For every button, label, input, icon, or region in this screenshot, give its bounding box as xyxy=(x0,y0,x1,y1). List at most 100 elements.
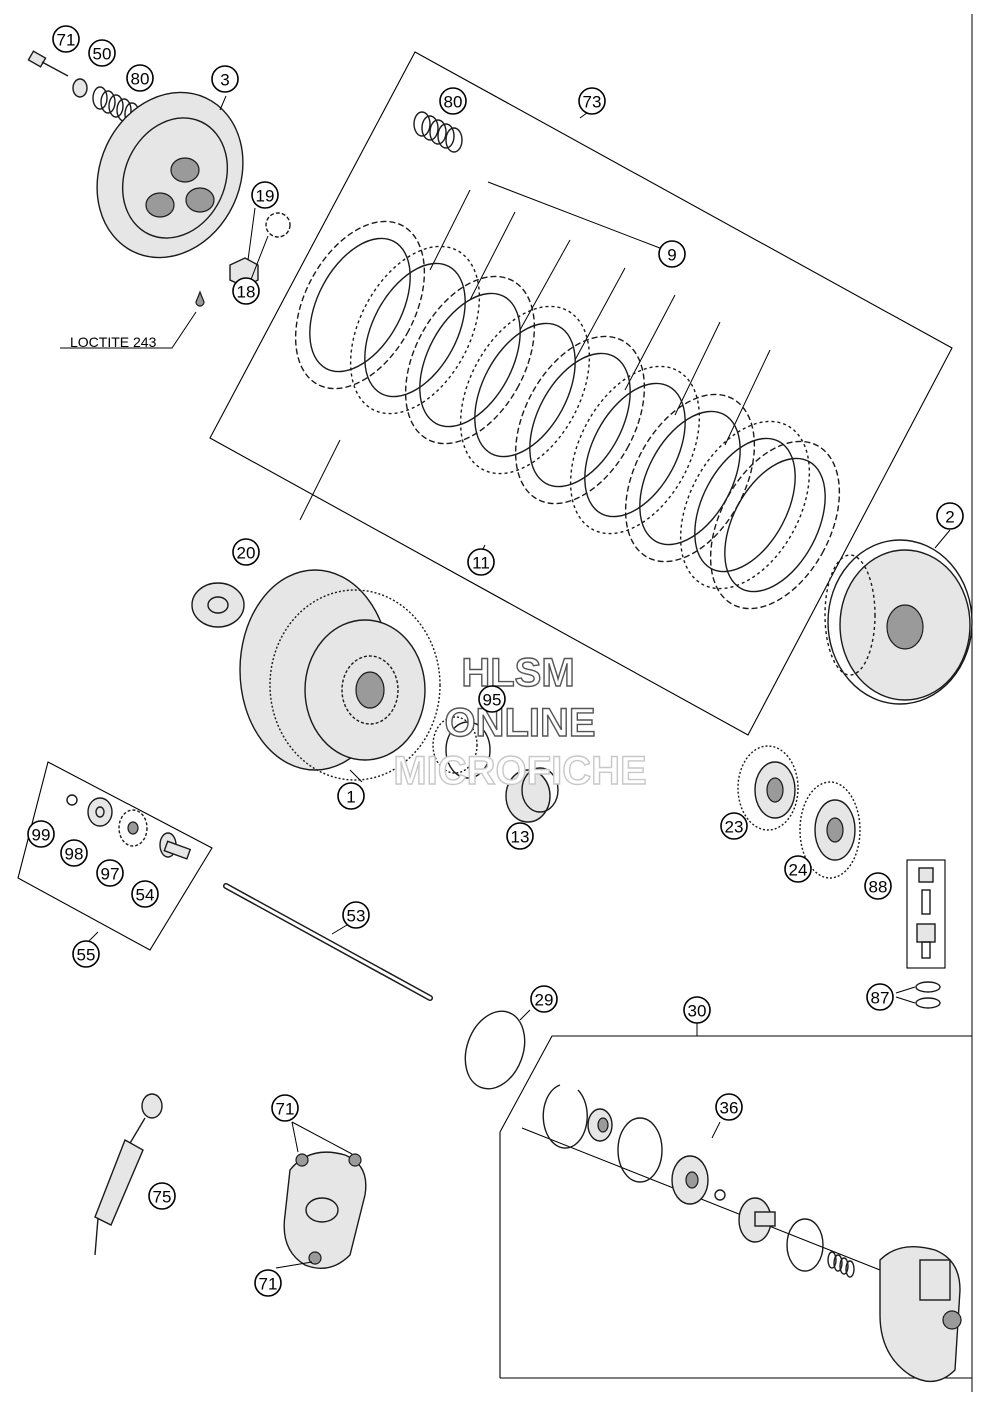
svg-text:80: 80 xyxy=(131,70,150,89)
bracket-9 xyxy=(487,181,666,251)
callout-71-cover-top: 71 xyxy=(271,1094,299,1122)
bolt-71 xyxy=(27,50,69,77)
inner-hub-2 xyxy=(824,539,973,705)
callout-23: 23 xyxy=(720,812,748,840)
svg-text:53: 53 xyxy=(347,907,366,926)
ball-99 xyxy=(66,794,78,806)
bleed-fitting-88 xyxy=(916,867,936,959)
callout-80-left: 80 xyxy=(126,64,154,92)
svg-text:23: 23 xyxy=(725,818,744,837)
svg-text:13: 13 xyxy=(511,828,530,847)
callout-11: 11 xyxy=(467,548,495,576)
watermark-line1: HLSM xyxy=(461,651,574,695)
callout-75: 75 xyxy=(148,1182,176,1210)
ball xyxy=(714,1189,726,1201)
piston xyxy=(738,1197,776,1243)
callout-87: 87 xyxy=(866,983,894,1011)
callout-29: 29 xyxy=(530,985,558,1013)
frame-group-55 xyxy=(17,761,213,951)
spring-36 xyxy=(827,1251,855,1278)
callout-1: 1 xyxy=(337,782,365,810)
svg-text:71: 71 xyxy=(259,1275,278,1294)
bearing-97 xyxy=(118,809,148,847)
callout-98: 98 xyxy=(60,839,88,867)
pin-54 xyxy=(159,832,192,860)
svg-text:1: 1 xyxy=(346,788,355,807)
svg-text:71: 71 xyxy=(57,31,76,50)
svg-text:36: 36 xyxy=(720,1099,739,1118)
svg-text:20: 20 xyxy=(237,544,256,563)
gear-24 xyxy=(799,781,861,879)
svg-text:2: 2 xyxy=(945,508,954,527)
callout-9: 9 xyxy=(658,240,686,268)
needle-bearing-95 xyxy=(432,716,491,779)
clutch-cover xyxy=(283,1151,367,1269)
watermark-line2: ONLINE xyxy=(444,701,595,745)
o-ring-large xyxy=(617,1117,663,1183)
bushing-13 xyxy=(505,767,559,823)
svg-text:3: 3 xyxy=(220,71,229,90)
slave-cylinder-housing xyxy=(879,1246,962,1383)
svg-text:71: 71 xyxy=(276,1100,295,1119)
svg-text:29: 29 xyxy=(535,991,554,1010)
callout-80-frame: 80 xyxy=(439,87,467,115)
callout-2: 2 xyxy=(936,502,964,530)
callout-71-cover-bottom: 71 xyxy=(254,1269,282,1297)
pressure-cap-3 xyxy=(96,91,244,259)
loctite-label: LOCTITE 243 xyxy=(70,334,157,350)
washers-87 xyxy=(915,981,941,1009)
callout-3: 3 xyxy=(211,65,239,93)
callout-36: 36 xyxy=(715,1093,743,1121)
svg-text:75: 75 xyxy=(153,1188,172,1207)
svg-text:24: 24 xyxy=(789,861,808,880)
gear-23 xyxy=(737,745,799,831)
o-ring-29 xyxy=(464,1010,526,1090)
callout-71-top: 71 xyxy=(52,25,80,53)
svg-text:50: 50 xyxy=(93,45,112,64)
callout-13: 13 xyxy=(506,822,534,850)
seal-small xyxy=(587,1108,613,1142)
frame-fitting-88 xyxy=(906,859,946,969)
svg-text:55: 55 xyxy=(77,946,96,965)
svg-text:97: 97 xyxy=(101,865,120,884)
svg-text:19: 19 xyxy=(256,187,275,206)
o-ring-piston xyxy=(786,1218,824,1272)
callout-55: 55 xyxy=(72,940,100,968)
callout-19: 19 xyxy=(251,181,279,209)
svg-text:11: 11 xyxy=(472,554,490,573)
washer-98 xyxy=(87,797,113,827)
callout-20: 20 xyxy=(232,538,260,566)
thrust-washer-20 xyxy=(191,582,245,628)
svg-text:87: 87 xyxy=(871,989,890,1008)
loctite-drop xyxy=(195,290,205,307)
callout-95: 95 xyxy=(478,685,506,713)
spring-80-b xyxy=(413,111,463,153)
lock-washer-18 xyxy=(265,212,291,238)
watermark-line3: MICROFICHE xyxy=(393,749,646,793)
circlip xyxy=(542,1084,588,1149)
callout-18: 18 xyxy=(232,277,260,305)
svg-text:95: 95 xyxy=(483,691,502,710)
svg-text:18: 18 xyxy=(237,283,256,302)
clutch-basket-1 xyxy=(239,569,441,781)
callout-88: 88 xyxy=(864,872,892,900)
callout-24: 24 xyxy=(784,855,812,883)
svg-text:88: 88 xyxy=(869,878,888,897)
svg-text:98: 98 xyxy=(65,845,84,864)
clutch-plates xyxy=(294,220,841,610)
svg-text:9: 9 xyxy=(667,246,676,265)
piston-seal xyxy=(671,1155,709,1205)
callout-99: 99 xyxy=(27,820,55,848)
svg-text:54: 54 xyxy=(136,886,155,905)
grease-syringe-75 xyxy=(94,1093,163,1256)
callout-30: 30 xyxy=(683,996,711,1024)
callout-73: 73 xyxy=(578,87,606,115)
svg-text:80: 80 xyxy=(444,93,463,112)
frame-group-30 xyxy=(499,1035,972,1133)
frame-clutch-pack xyxy=(209,51,953,736)
svg-text:99: 99 xyxy=(32,826,51,845)
callout-54: 54 xyxy=(131,880,159,908)
washer-50 xyxy=(72,78,88,98)
callout-50: 50 xyxy=(88,39,116,67)
